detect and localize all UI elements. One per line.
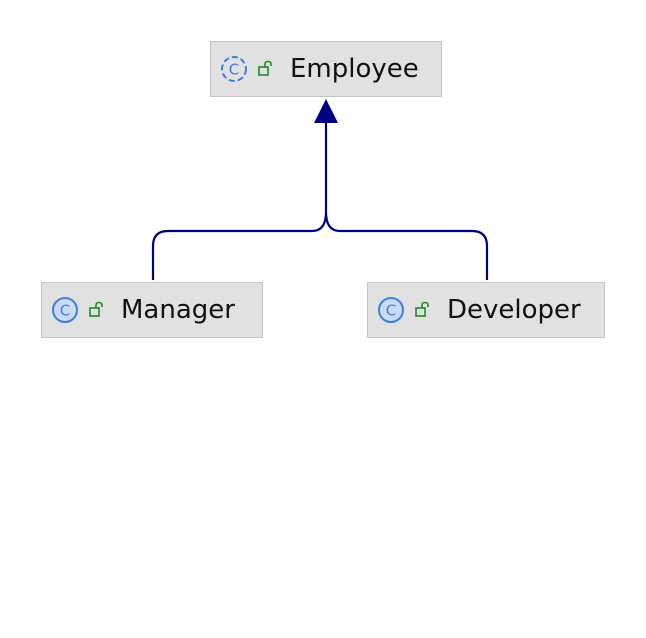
svg-text:C: C (386, 302, 396, 320)
class-c-icon: C (378, 297, 404, 323)
edge-developer-to-employee (324, 211, 489, 280)
inheritance-arrowhead (314, 99, 338, 123)
svg-text:C: C (60, 302, 70, 320)
public-unlock-icon (415, 301, 429, 317)
abstract-class-icon: C (221, 56, 247, 82)
class-name-label: Manager (121, 295, 235, 325)
class-node-manager[interactable]: C Manager (41, 282, 263, 338)
public-unlock-icon (258, 60, 272, 76)
class-c-icon: C (52, 297, 78, 323)
svg-text:C: C (229, 61, 239, 79)
class-name-label: Employee (290, 54, 419, 84)
edge-manager-to-employee (151, 120, 328, 280)
class-node-employee[interactable]: C Employee (210, 41, 442, 97)
class-name-label: Developer (447, 295, 581, 325)
public-unlock-icon (89, 301, 103, 317)
class-node-developer[interactable]: C Developer (367, 282, 605, 338)
